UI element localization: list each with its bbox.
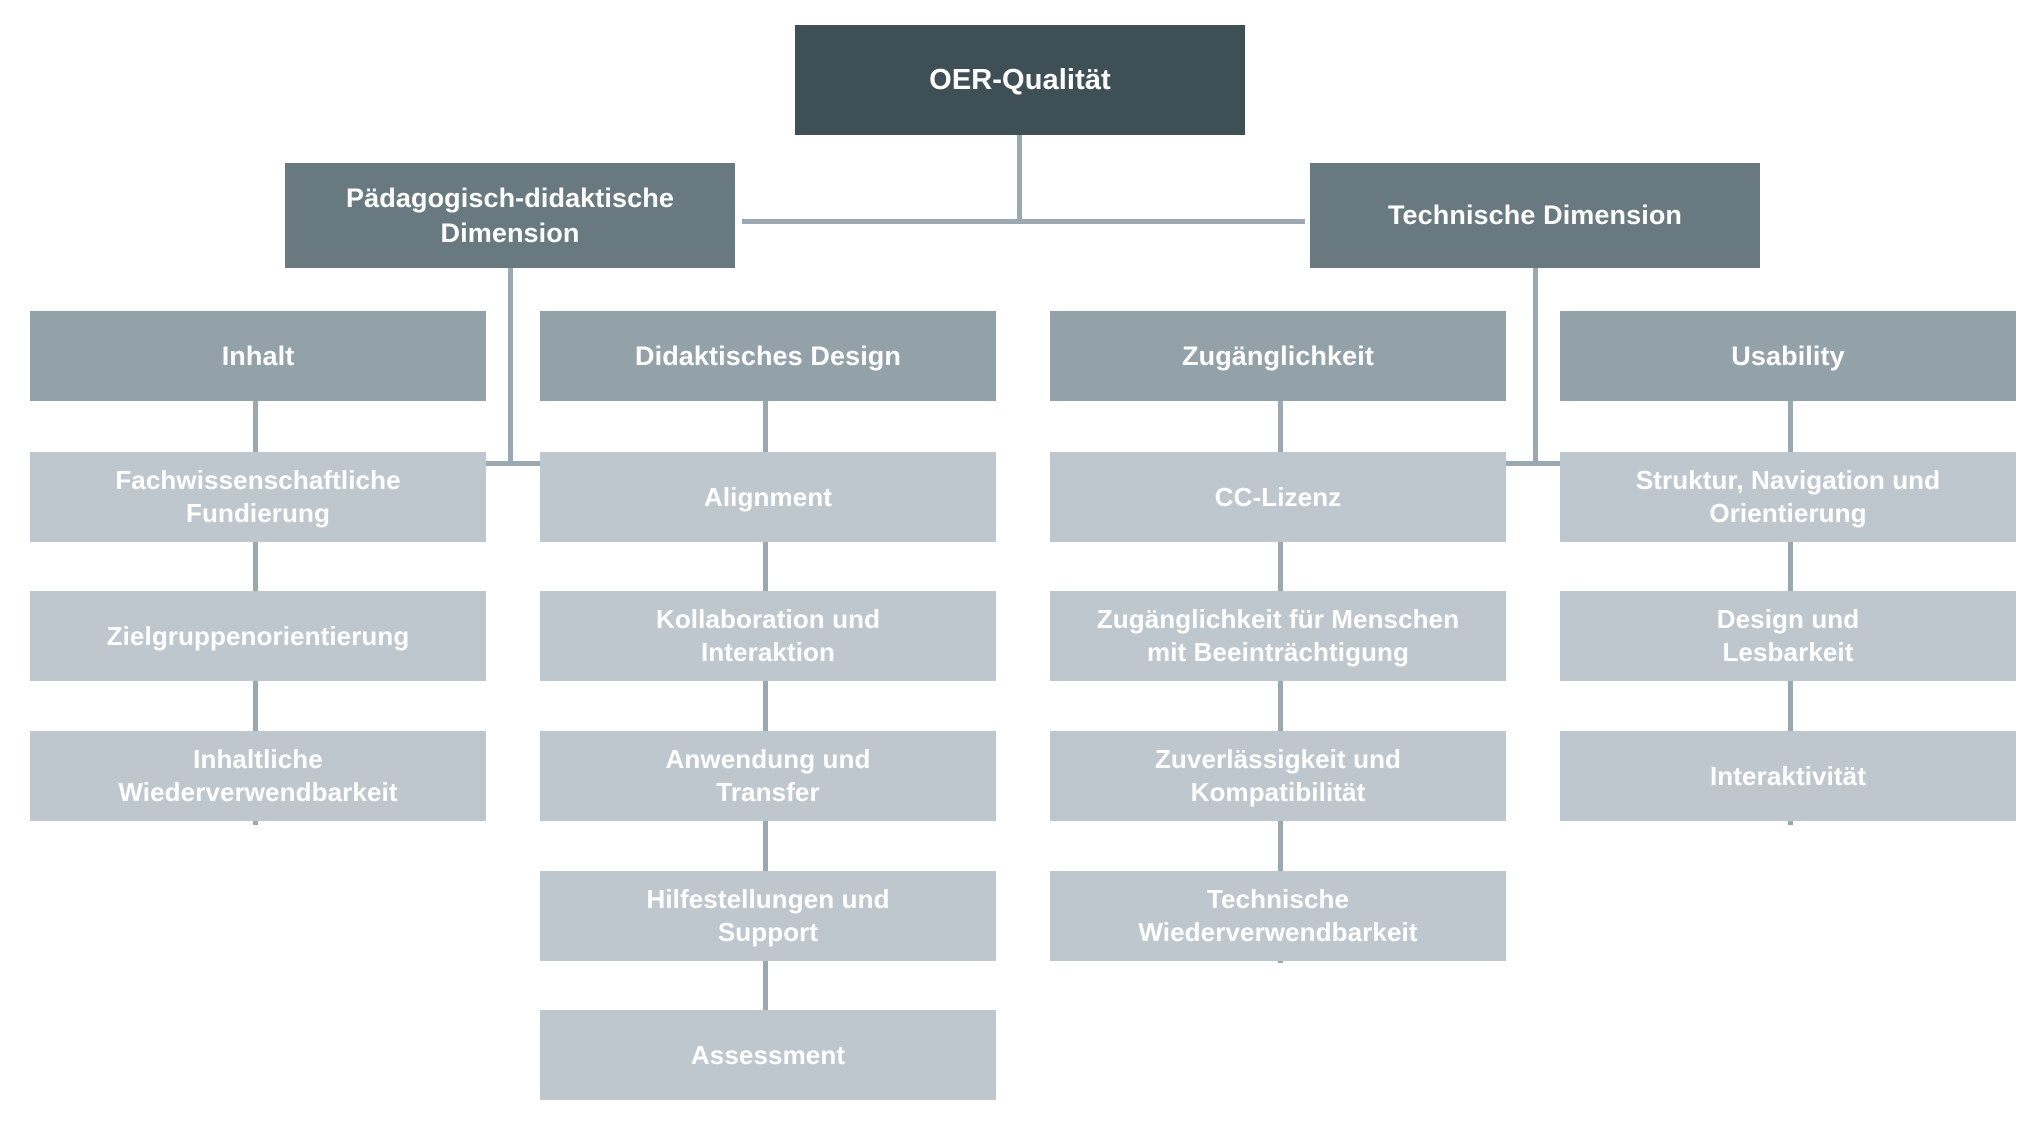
node-label: Technische Dimension (1387, 200, 1683, 231)
node-label: Hilfestellungen und Support (646, 884, 890, 947)
node-dimension-paedagogisch-didaktisch[interactable]: Pädagogisch-didaktische Dimension (285, 163, 735, 268)
node-criterion-design-und-lesbarkeit[interactable]: Design und Lesbarkeit (1560, 591, 2016, 681)
node-criterion-zuverlaessigkeit-und-kompatibilitaet[interactable]: Zuverlässigkeit und Kompatibilität (1050, 731, 1506, 821)
node-criterion-inhaltliche-wiederverwendbarkeit[interactable]: Inhaltliche Wiederverwendbarkeit (30, 731, 486, 821)
node-label: Inhalt (221, 340, 295, 371)
node-label: Assessment (690, 1039, 846, 1070)
node-label: Technische Wiederverwendbarkeit (1138, 884, 1418, 947)
node-label: Interaktivität (1709, 760, 1866, 791)
node-criterion-cc-lizenz[interactable]: CC-Lizenz (1050, 452, 1506, 542)
connector-root-down (1017, 134, 1022, 223)
node-label: Struktur, Navigation und Orientierung (1635, 465, 1941, 528)
connector-dimension-bus (742, 219, 1305, 224)
connector-zugaenglichkeit-spine (1278, 400, 1283, 963)
node-criterion-anwendung-und-transfer[interactable]: Anwendung und Transfer (540, 731, 996, 821)
node-label: Alignment (703, 481, 832, 512)
node-criterion-interaktivitaet[interactable]: Interaktivität (1560, 731, 2016, 821)
node-label: OER-Qualität (929, 63, 1111, 96)
node-label: Zugänglichkeit (1182, 340, 1374, 371)
node-label: CC-Lizenz (1214, 481, 1342, 512)
node-label: Usability (1731, 340, 1845, 371)
node-label: Design und Lesbarkeit (1716, 604, 1860, 667)
connector-tech-down (1533, 266, 1538, 466)
node-criterion-struktur-navigation-orientierung[interactable]: Struktur, Navigation und Orientierung (1560, 452, 2016, 542)
node-category-usability[interactable]: Usability (1560, 311, 2016, 401)
node-root-oer-qualitaet[interactable]: OER-Qualität (795, 25, 1245, 135)
connector-paed-category-bus (253, 461, 763, 466)
node-criterion-zielgruppenorientierung[interactable]: Zielgruppenorientierung (30, 591, 486, 681)
node-criterion-zugaenglichkeit-beeintraechtigung[interactable]: Zugänglichkeit für Menschen mit Beeinträ… (1050, 591, 1506, 681)
node-label: Inhaltliche Wiederverwendbarkeit (118, 744, 398, 807)
node-category-zugaenglichkeit[interactable]: Zugänglichkeit (1050, 311, 1506, 401)
node-criterion-fachwissenschaftliche-fundierung[interactable]: Fachwissenschaftliche Fundierung (30, 452, 486, 542)
node-label: Fachwissenschaftliche Fundierung (115, 465, 401, 528)
node-criterion-kollaboration-und-interaktion[interactable]: Kollaboration und Interaktion (540, 591, 996, 681)
node-label: Zugänglichkeit für Menschen mit Beeinträ… (1096, 604, 1460, 667)
node-criterion-alignment[interactable]: Alignment (540, 452, 996, 542)
node-category-inhalt[interactable]: Inhalt (30, 311, 486, 401)
connector-paed-down (508, 266, 513, 466)
node-label: Zuverlässigkeit und Kompatibilität (1154, 744, 1402, 807)
node-criterion-assessment[interactable]: Assessment (540, 1010, 996, 1100)
node-dimension-technisch[interactable]: Technische Dimension (1310, 163, 1760, 268)
connector-tech-category-bus (1278, 461, 1788, 466)
node-label: Zielgruppenorientierung (106, 620, 410, 651)
node-label: Anwendung und Transfer (665, 744, 871, 807)
node-label: Pädagogisch-didaktische Dimension (346, 183, 674, 248)
node-label: Didaktisches Design (635, 340, 901, 371)
node-label: Kollaboration und Interaktion (655, 604, 881, 667)
node-criterion-technische-wiederverwendbarkeit[interactable]: Technische Wiederverwendbarkeit (1050, 871, 1506, 961)
node-criterion-hilfestellungen-und-support[interactable]: Hilfestellungen und Support (540, 871, 996, 961)
node-category-didaktisches-design[interactable]: Didaktisches Design (540, 311, 996, 401)
